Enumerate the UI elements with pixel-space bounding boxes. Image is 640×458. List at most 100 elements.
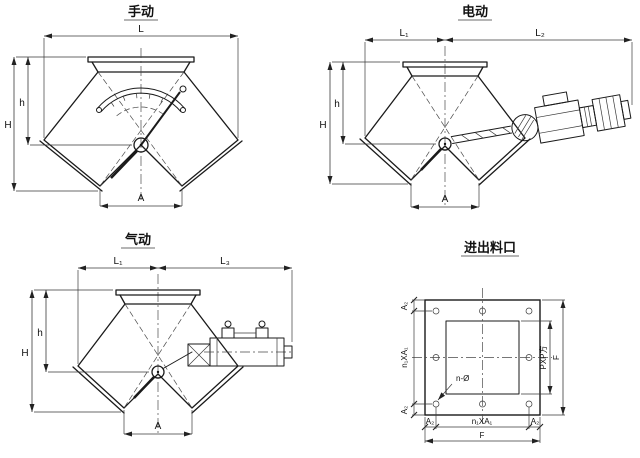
pneumatic-dim-label-L3: L₃ [220, 256, 230, 267]
pneumatic-valve-body-outline [77, 303, 239, 409]
pneumatic-internal-dashed-lines [123, 303, 193, 409]
flange-left-extension-lines [412, 299, 432, 416]
manual-valve-body-outline [43, 71, 239, 187]
pneumatic-inlet-funnel [119, 294, 197, 305]
flange-holes-callout-label: n-Ø [456, 374, 469, 383]
pneumatic-extension-lines-A [123, 410, 193, 434]
pneumatic-fitting-right [258, 320, 266, 328]
manual-inlet-flange [87, 56, 195, 63]
manual-pivot-center [139, 143, 143, 147]
pneumatic-dim-label-L1: L₁ [114, 256, 124, 267]
electric-gearbox [534, 99, 585, 144]
pneumatic-air-port-right [255, 327, 269, 339]
pneumatic-flapper-plate [133, 376, 155, 399]
electric-extension-lines-A [410, 183, 480, 207]
electric-dim-label-L1: L₁ [400, 28, 410, 39]
bolt-hole [432, 400, 440, 408]
electric-pivot-circle [438, 137, 452, 151]
electric-dim-label-h: h [334, 99, 340, 110]
manual-extension-lines-Hh [16, 56, 132, 192]
electric-extension-lines-L [364, 42, 633, 136]
flange-bottom-label-A2-right: A₂ [531, 417, 539, 426]
manual-pivot-circle [133, 137, 149, 153]
pneumatic-extension-lines-Hh [34, 289, 149, 413]
electric-motor-end-cap [620, 99, 632, 120]
electric-gearbox-lines [536, 109, 583, 134]
electric-diverter-drawing: 电动 L₁ L₂ H [319, 4, 633, 210]
manual-hand-lever [140, 91, 181, 146]
pneumatic-link-rod [163, 351, 193, 369]
manual-dim-label-H: H [4, 120, 11, 131]
pneumatic-clevis-cross [187, 343, 211, 367]
pneumatic-cylinder-assembly [163, 320, 293, 369]
pneumatic-outlet-flanges [72, 366, 244, 414]
electric-extension-lines-Hh [332, 61, 436, 185]
flange-label-F-bottom: F [480, 431, 485, 440]
manual-dim-label-L: L [138, 24, 144, 35]
flange-left-label-A2-bottom: A₂ [400, 406, 409, 414]
flange-port-drawing: 进出料口 A₂ n₁XA₁ A₂ n-Ø A₂ n₁XA₁ A₂ F [400, 240, 566, 444]
pneumatic-dim-label-A: A [155, 421, 162, 432]
manual-extension-lines-L [43, 38, 239, 138]
electric-arm-lattice [460, 127, 511, 141]
bolt-hole [479, 400, 486, 408]
manual-title: 手动 [128, 4, 154, 19]
manual-lever-knob [179, 85, 187, 93]
manual-dim-label-h: h [19, 98, 25, 109]
electric-valve-body-outline [364, 75, 526, 181]
bolt-hole [432, 307, 440, 315]
flange-left-label-A2-top: A₂ [400, 302, 409, 310]
bolt-hole [432, 354, 440, 361]
flange-bottom-extension-lines [424, 407, 541, 429]
electric-pivot-center [443, 142, 447, 146]
electric-dim-label-A: A [442, 194, 449, 205]
electric-inlet-funnel [406, 66, 484, 77]
flange-title: 进出料口 [464, 240, 516, 255]
flange-bottom-label-n1xA1: n₁XA₁ [472, 417, 493, 426]
pneumatic-rod-end [283, 345, 293, 359]
manual-extension-lines-A [99, 189, 183, 206]
manual-outlet-flanges [39, 140, 243, 192]
manual-quadrant-bolt-left [96, 107, 102, 113]
bolt-hole [525, 354, 533, 361]
flange-F-right-extension-lines [542, 299, 565, 416]
flange-left-label-n1xA1: n₁XA₁ [400, 347, 409, 368]
manual-dim-label-A: A [138, 193, 145, 204]
electric-title: 电动 [462, 4, 488, 19]
electric-actuator-arm [450, 125, 513, 144]
electric-dim-label-L2: L₂ [535, 28, 545, 39]
electric-shaft-lines [583, 106, 592, 127]
manual-handle-quadrant [96, 87, 186, 113]
electric-motor-fins [598, 95, 619, 130]
flange-holes-leader-line [437, 383, 453, 401]
pneumatic-diverter-drawing: 气动 L₁ L₃ H [21, 232, 293, 437]
pneumatic-pivot-circle [151, 365, 165, 379]
electric-actuator-assembly [450, 91, 632, 144]
manual-flapper-plate [110, 150, 138, 179]
electric-terminal-box [542, 91, 569, 107]
flange-label-PxP: PXP方 [538, 345, 548, 369]
electric-inlet-flange [402, 61, 488, 68]
flange-F-bottom-extension-lines [424, 429, 541, 443]
manual-quadrant-bolt-right [180, 107, 186, 113]
pneumatic-dim-label-h: h [37, 328, 43, 339]
flange-label-F-right: F [552, 355, 561, 360]
bolt-hole [479, 307, 486, 315]
manual-quadrant-notches [110, 93, 164, 107]
pneumatic-dim-label-H: H [21, 348, 28, 359]
flange-center-lines [412, 288, 552, 427]
pneumatic-pivot-center [156, 370, 160, 374]
pneumatic-air-port-left [221, 327, 235, 339]
flange-PxP-extension-lines [521, 320, 552, 395]
electric-flange-hatching [514, 115, 535, 140]
bolt-hole [525, 400, 533, 408]
pneumatic-inlet-flange [115, 289, 201, 296]
manual-diverter-drawing: 手动 L H h A [4, 4, 243, 209]
bolt-hole [525, 307, 533, 315]
electric-outlet-flanges [359, 138, 531, 186]
electric-flapper-plate [420, 148, 442, 171]
manual-inlet-funnel [91, 61, 191, 73]
flange-bottom-label-A2-left: A₂ [426, 417, 434, 426]
